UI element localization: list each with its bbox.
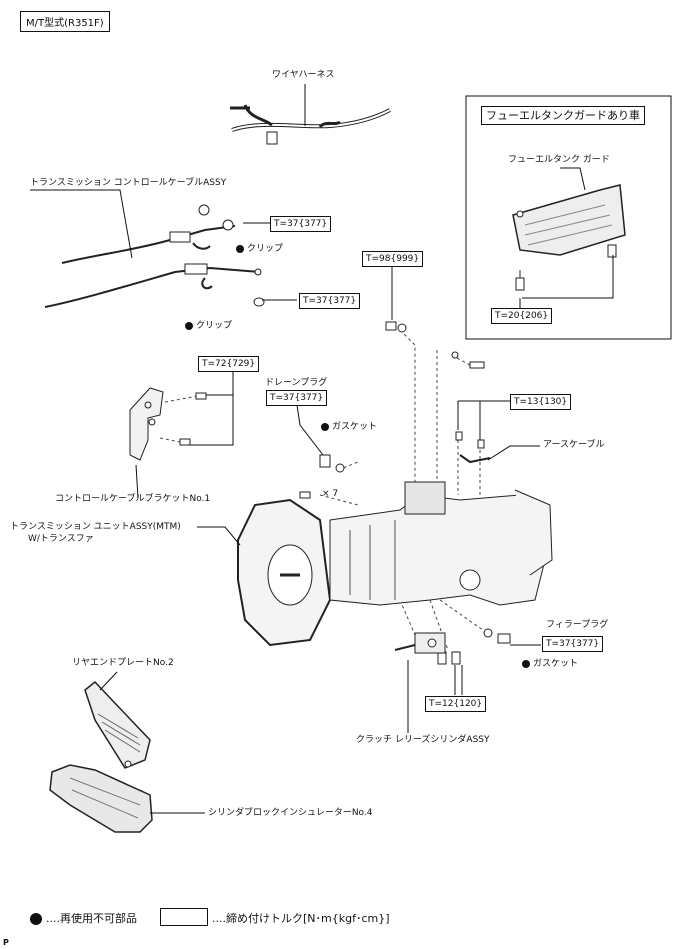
gasket-label-1: ガスケット bbox=[332, 422, 378, 432]
wire-harness-label: ワイヤハーネス bbox=[272, 70, 335, 80]
bracket-drawing bbox=[129, 387, 164, 461]
bracket-label: コントロールケーブルブラケットNo.1 bbox=[55, 494, 211, 504]
filler-plug-label: フィラープラグ bbox=[546, 620, 609, 630]
times7-label: × 7 bbox=[322, 489, 339, 499]
clutch-release-label: クラッチ レリーズシリンダASSY bbox=[356, 735, 490, 745]
torque-box: T=12{120} bbox=[425, 696, 487, 712]
legend-nonreusable: ....再使用不可部品 bbox=[46, 912, 137, 925]
fuel-tank-guard-label: フューエルタンク ガード bbox=[508, 155, 610, 165]
torque-box: T=72{729} bbox=[198, 356, 260, 372]
rear-end-plate-label: リヤエンドプレートNo.2 bbox=[72, 658, 174, 668]
clutch-release-drawing bbox=[394, 632, 446, 654]
nonreusable-markers bbox=[30, 245, 530, 925]
cylinder-insulator-drawing bbox=[49, 764, 153, 833]
torque-box: T=37{377} bbox=[270, 216, 332, 232]
drain-plug-label: ドレーンプラグ bbox=[265, 378, 328, 388]
earth-cable-label: アースケーブル bbox=[543, 440, 605, 450]
transmission-unit-label: トランスミッション ユニットASSY(MTM) bbox=[10, 522, 181, 532]
control-cable-drawing bbox=[44, 204, 265, 308]
transfer-label: W/トランスファ bbox=[28, 534, 94, 544]
torque-box: T=37{377} bbox=[266, 390, 328, 406]
control-cable-label: トランスミッション コントロールケーブルASSY bbox=[30, 178, 227, 188]
rear-end-plate-drawing bbox=[84, 680, 151, 769]
fuel-tank-guard-title: フューエルタンクガードあり車 bbox=[481, 106, 645, 125]
torque-box: T=13{130} bbox=[510, 394, 572, 410]
torque-box: T=98{999} bbox=[362, 251, 424, 267]
fuel-tank-guard-torque: T=20{206} bbox=[491, 308, 553, 324]
transmission-drawing bbox=[237, 481, 553, 647]
page-mark: P bbox=[3, 938, 9, 947]
clip-label-1: クリップ bbox=[247, 244, 284, 254]
torque-box: T=37{377} bbox=[299, 293, 361, 309]
fuel-tank-guard-drawing bbox=[512, 184, 626, 291]
clip-label-2: クリップ bbox=[196, 321, 233, 331]
wire-harness-drawing bbox=[230, 104, 391, 145]
torque-box: T=37{377} bbox=[542, 636, 604, 652]
cylinder-insulator-label: シリンダブロックインシュレーターNo.4 bbox=[208, 808, 373, 818]
legend-torque: ....締め付けトルク[N･m{kgf･cm}] bbox=[212, 912, 390, 925]
gasket-label-2: ガスケット bbox=[533, 659, 579, 669]
model-title: M/T型式(R351F) bbox=[20, 11, 110, 32]
legend-torque-box bbox=[160, 908, 208, 926]
